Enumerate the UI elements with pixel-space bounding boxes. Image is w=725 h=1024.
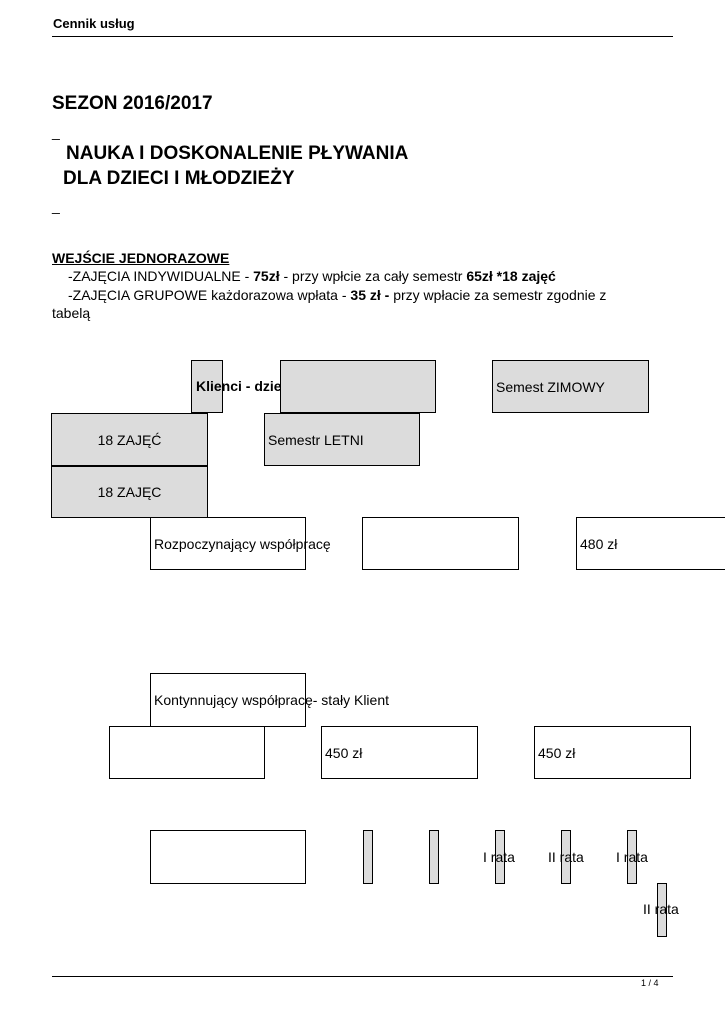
starting-price: 480 zł	[580, 535, 618, 552]
header-title: Cennik usług	[53, 16, 135, 31]
installment-strip-1	[363, 830, 373, 884]
header-divider	[52, 36, 673, 37]
installment-label-3: I rata	[616, 849, 648, 865]
heading-line-1: NAUKA I DOSKONALENIE PŁYWANIA	[66, 143, 409, 164]
clients-header: Klienci - dzieci	[196, 378, 280, 394]
single-entry-title: WEJŚCIE JEDNORAZOWE	[52, 250, 230, 266]
individual-prefix: -ZAJĘCIA INDYWIDUALNE -	[68, 268, 254, 284]
dash-marker-2: _	[52, 198, 60, 214]
starting-client-label: Rozpoczynający współpracę	[154, 535, 331, 552]
group-prefix: -ZAJĘCIA GRUPOWE każdorazowa wpłata -	[68, 287, 351, 303]
continuing-price-b: 450 zł	[538, 744, 576, 761]
starting-client-cell: Rozpoczynający współpracę	[150, 517, 331, 570]
installment-strip-5	[627, 830, 637, 884]
individual-middle: - przy wpłcie za cały semestr	[279, 268, 467, 284]
winter-semester-cell: Semest ZIMOWY	[492, 360, 649, 413]
winter-semester-label: Semest ZIMOWY	[496, 378, 605, 395]
group-price: 35 zł -	[350, 287, 390, 303]
clients-cell-left	[191, 360, 223, 413]
installment-strip-2	[429, 830, 439, 884]
summer-semester-label: Semestr LETNI	[268, 431, 364, 448]
individual-price: 75zł	[253, 268, 280, 284]
installment-label-4: II rata	[643, 901, 679, 917]
lessons-18-label-a: 18 ZAJĘĆ	[97, 431, 162, 448]
installment-strip-6	[657, 883, 667, 937]
installment-strip-4	[561, 830, 571, 884]
continuing-price-a: 450 zł	[325, 744, 363, 761]
continuing-client-label: Kontynnujący współpracę- stały Klient	[154, 692, 390, 708]
season-title: SEZON 2016/2017	[52, 93, 213, 114]
clients-cell-right	[280, 360, 436, 413]
lessons-18-cell-b: 18 ZAJĘC	[51, 466, 208, 518]
summer-semester-cell: Semestr LETNI	[264, 413, 420, 466]
group-suffix: przy wpłacie za semestr zgodnie z	[389, 287, 607, 303]
lessons-18-label-b: 18 ZAJĘC	[97, 484, 162, 500]
installment-empty-cell	[150, 830, 306, 884]
dash-marker: _	[52, 124, 60, 140]
group-classes-line-cont: tabelą	[52, 305, 91, 321]
continuing-price-cell-a: 450 zł	[321, 726, 478, 779]
group-classes-line: -ZAJĘCIA GRUPOWE każdorazowa wpłata - 35…	[60, 287, 606, 303]
installment-label-1: I rata	[483, 849, 515, 865]
continuing-empty-cell	[109, 726, 265, 779]
installment-label-2: II rata	[548, 849, 584, 865]
starting-price-cell: 480 zł	[576, 517, 725, 570]
lessons-18-cell-a: 18 ZAJĘĆ	[51, 413, 208, 466]
individual-classes-line: -ZAJĘCIA INDYWIDUALNE - 75zł - przy wpłc…	[68, 268, 556, 284]
footer-divider	[52, 976, 673, 977]
individual-semester-price: 65zł *18 zajęć	[466, 268, 556, 284]
continuing-price-cell-b: 450 zł	[534, 726, 691, 779]
heading-line-2: DLA DZIECI I MŁODZIEŻY	[63, 168, 295, 189]
continuing-client-cell: Kontynnujący współpracę- stały Klient	[150, 673, 389, 727]
installment-strip-3	[495, 830, 505, 884]
starting-empty-cell	[362, 517, 519, 570]
page-number: 1 / 4	[641, 978, 659, 988]
